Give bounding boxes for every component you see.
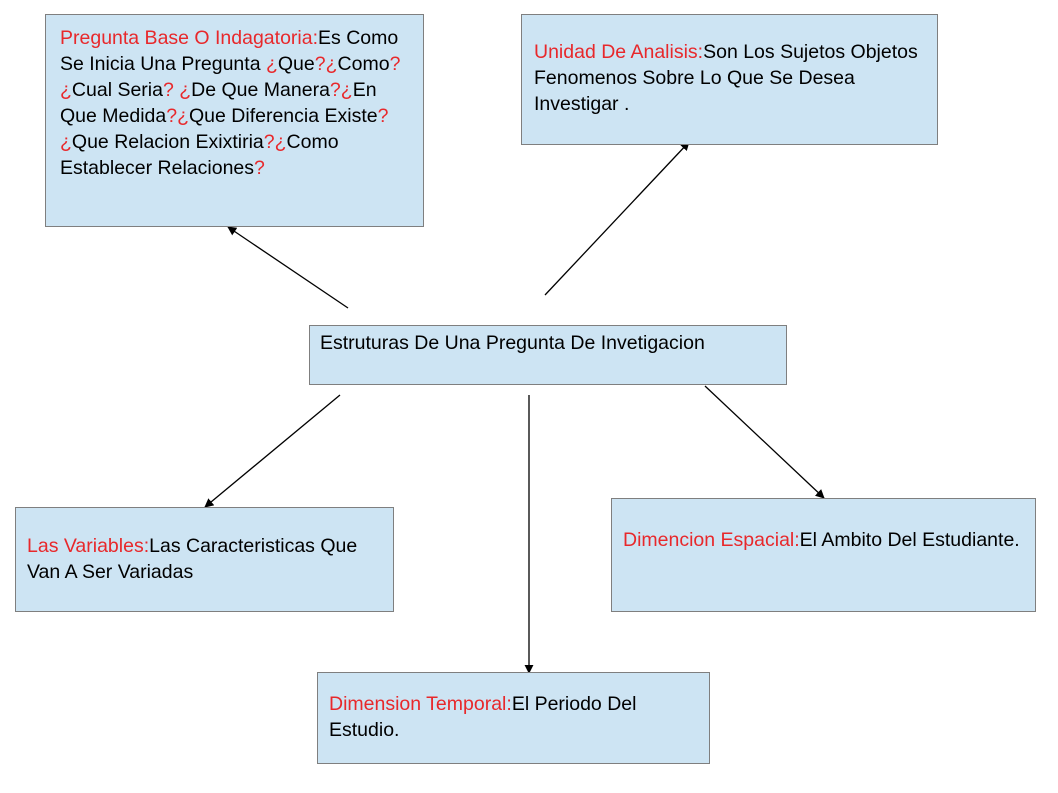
question-mark-open: ¿ xyxy=(325,53,338,75)
node-text: Como xyxy=(337,53,390,75)
node-title: Dimension Temporal: xyxy=(329,693,512,715)
question-mark-open: ¿ xyxy=(177,105,190,127)
question-mark-open: ¿ xyxy=(274,131,287,153)
node-text: De Que Manera xyxy=(191,79,330,101)
arrow-to-dimension-espacial xyxy=(704,385,825,499)
question-mark-open: ¿ xyxy=(60,79,72,101)
question-mark-close: ? xyxy=(162,79,174,101)
node-dimension-espacial: Dimencion Espacial:El Ambito Del Estudia… xyxy=(611,498,1036,612)
node-title: Las Variables: xyxy=(27,535,150,557)
node-pregunta-base: Pregunta Base O Indagatoria:Es Como Se I… xyxy=(45,14,424,227)
question-mark-close: ? xyxy=(166,105,178,127)
node-text: En Que Medida xyxy=(60,79,377,127)
node-title: Pregunta Base O Indagatoria: xyxy=(60,27,319,49)
question-mark-open: ¿ xyxy=(340,79,353,101)
node-title: Dimencion Espacial: xyxy=(623,529,800,551)
question-mark-close: ? xyxy=(254,157,265,179)
question-mark-close: ? xyxy=(329,79,341,101)
arrow-to-variables xyxy=(204,394,341,508)
node-text: Como Establecer Relaciones xyxy=(60,131,339,179)
node-dimension-temporal: Dimension Temporal:El Periodo Del Estudi… xyxy=(317,672,710,764)
central-node: Estruturas De Una Pregunta De Invetigaci… xyxy=(309,325,787,385)
node-text: Que Diferencia Existe xyxy=(189,105,378,127)
question-mark-close: ? xyxy=(389,53,401,75)
node-text: Cual Seria xyxy=(71,79,163,101)
node-text: El Ambito Del Estudiante. xyxy=(799,529,1020,551)
node-text: Es Como Se Inicia Una Pregunta xyxy=(60,27,399,75)
question-mark-close: ? xyxy=(314,53,326,75)
question-mark-close: ? xyxy=(377,105,389,127)
node-unidad-analisis: Unidad De Analisis:Son Los Sujetos Objet… xyxy=(521,14,938,145)
central-title: Estruturas De Una Pregunta De Invetigaci… xyxy=(320,332,705,354)
arrow-to-unidad-analisis xyxy=(544,141,690,296)
node-variables: Las Variables:Las Caracteristicas Que Va… xyxy=(15,507,394,612)
node-text: Que Relacion Exixtiria xyxy=(71,131,264,153)
question-mark-close: ? xyxy=(263,131,275,153)
node-text: Las Caracteristicas Que Van A Ser Variad… xyxy=(27,535,358,583)
question-mark-open: ¿ xyxy=(179,79,192,101)
question-mark-open: ¿ xyxy=(60,131,72,153)
node-text: Que xyxy=(277,53,315,75)
question-mark-open: ¿ xyxy=(265,53,278,75)
node-text: Son Los Sujetos Objetos Fenomenos Sobre … xyxy=(534,41,918,115)
arrow-to-pregunta-base xyxy=(227,226,349,309)
node-title: Unidad De Analisis: xyxy=(534,41,704,63)
node-text: El Periodo Del Estudio. xyxy=(329,693,637,741)
